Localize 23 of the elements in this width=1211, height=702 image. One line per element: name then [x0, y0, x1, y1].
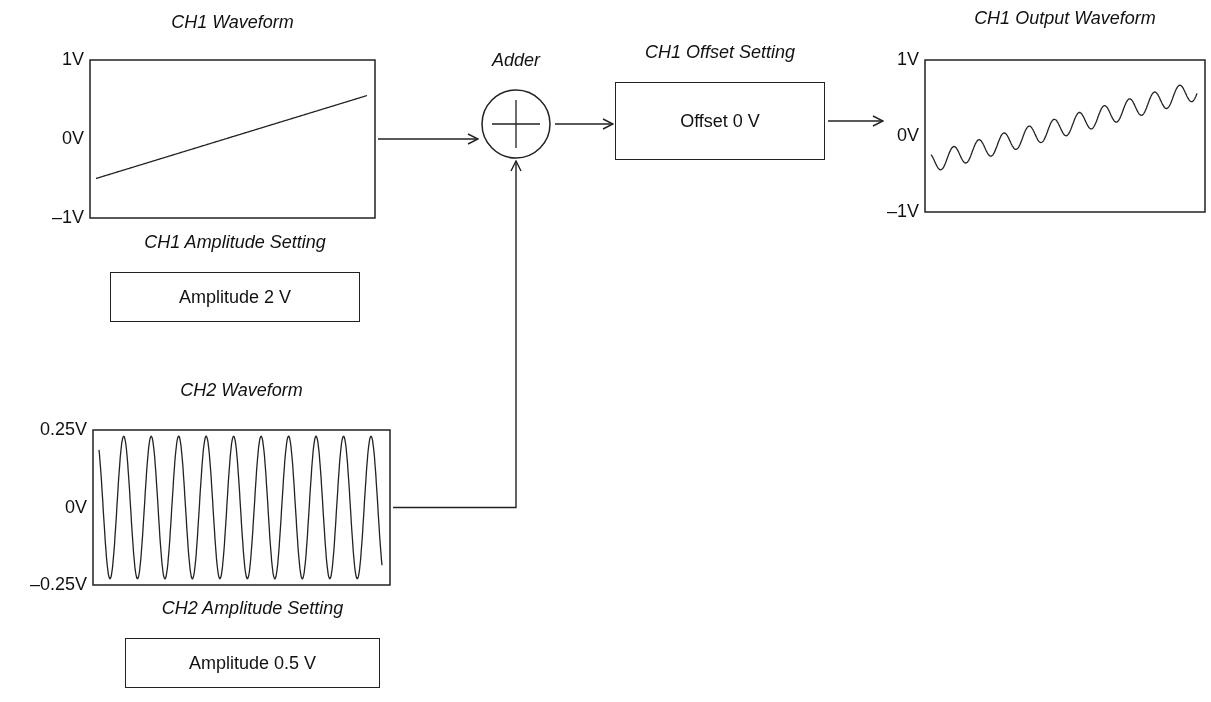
axis-label: 1V — [60, 49, 84, 70]
axis-label: –0.25V — [29, 574, 87, 595]
axis-label: –1V — [50, 207, 84, 228]
setting-title: CH1 Amplitude Setting — [143, 232, 327, 253]
arrow — [392, 160, 522, 509]
plot-title: CH1 Output Waveform — [973, 8, 1157, 29]
axis-label: 0V — [63, 496, 87, 518]
setting-display: Amplitude 2 V — [110, 272, 360, 322]
setting-title: CH2 Amplitude Setting — [160, 598, 345, 619]
axis-label: 0.25V — [38, 419, 87, 440]
axis-label: 0V — [895, 125, 919, 146]
axis-label: 0V — [60, 128, 84, 149]
arrow — [827, 115, 884, 127]
plot-title: CH2 Waveform — [179, 380, 304, 401]
axis-label: –1V — [885, 201, 919, 222]
setting-display: Amplitude 0.5 V — [125, 638, 380, 688]
plot-title: CH1 Waveform — [170, 12, 295, 33]
setting-display: Offset 0 V — [615, 82, 825, 160]
axis-label: 1V — [895, 49, 919, 70]
arrow — [554, 118, 614, 130]
arrow — [377, 133, 479, 145]
adder-label: Adder — [490, 50, 542, 71]
setting-title: CH1 Offset Setting — [643, 42, 797, 63]
